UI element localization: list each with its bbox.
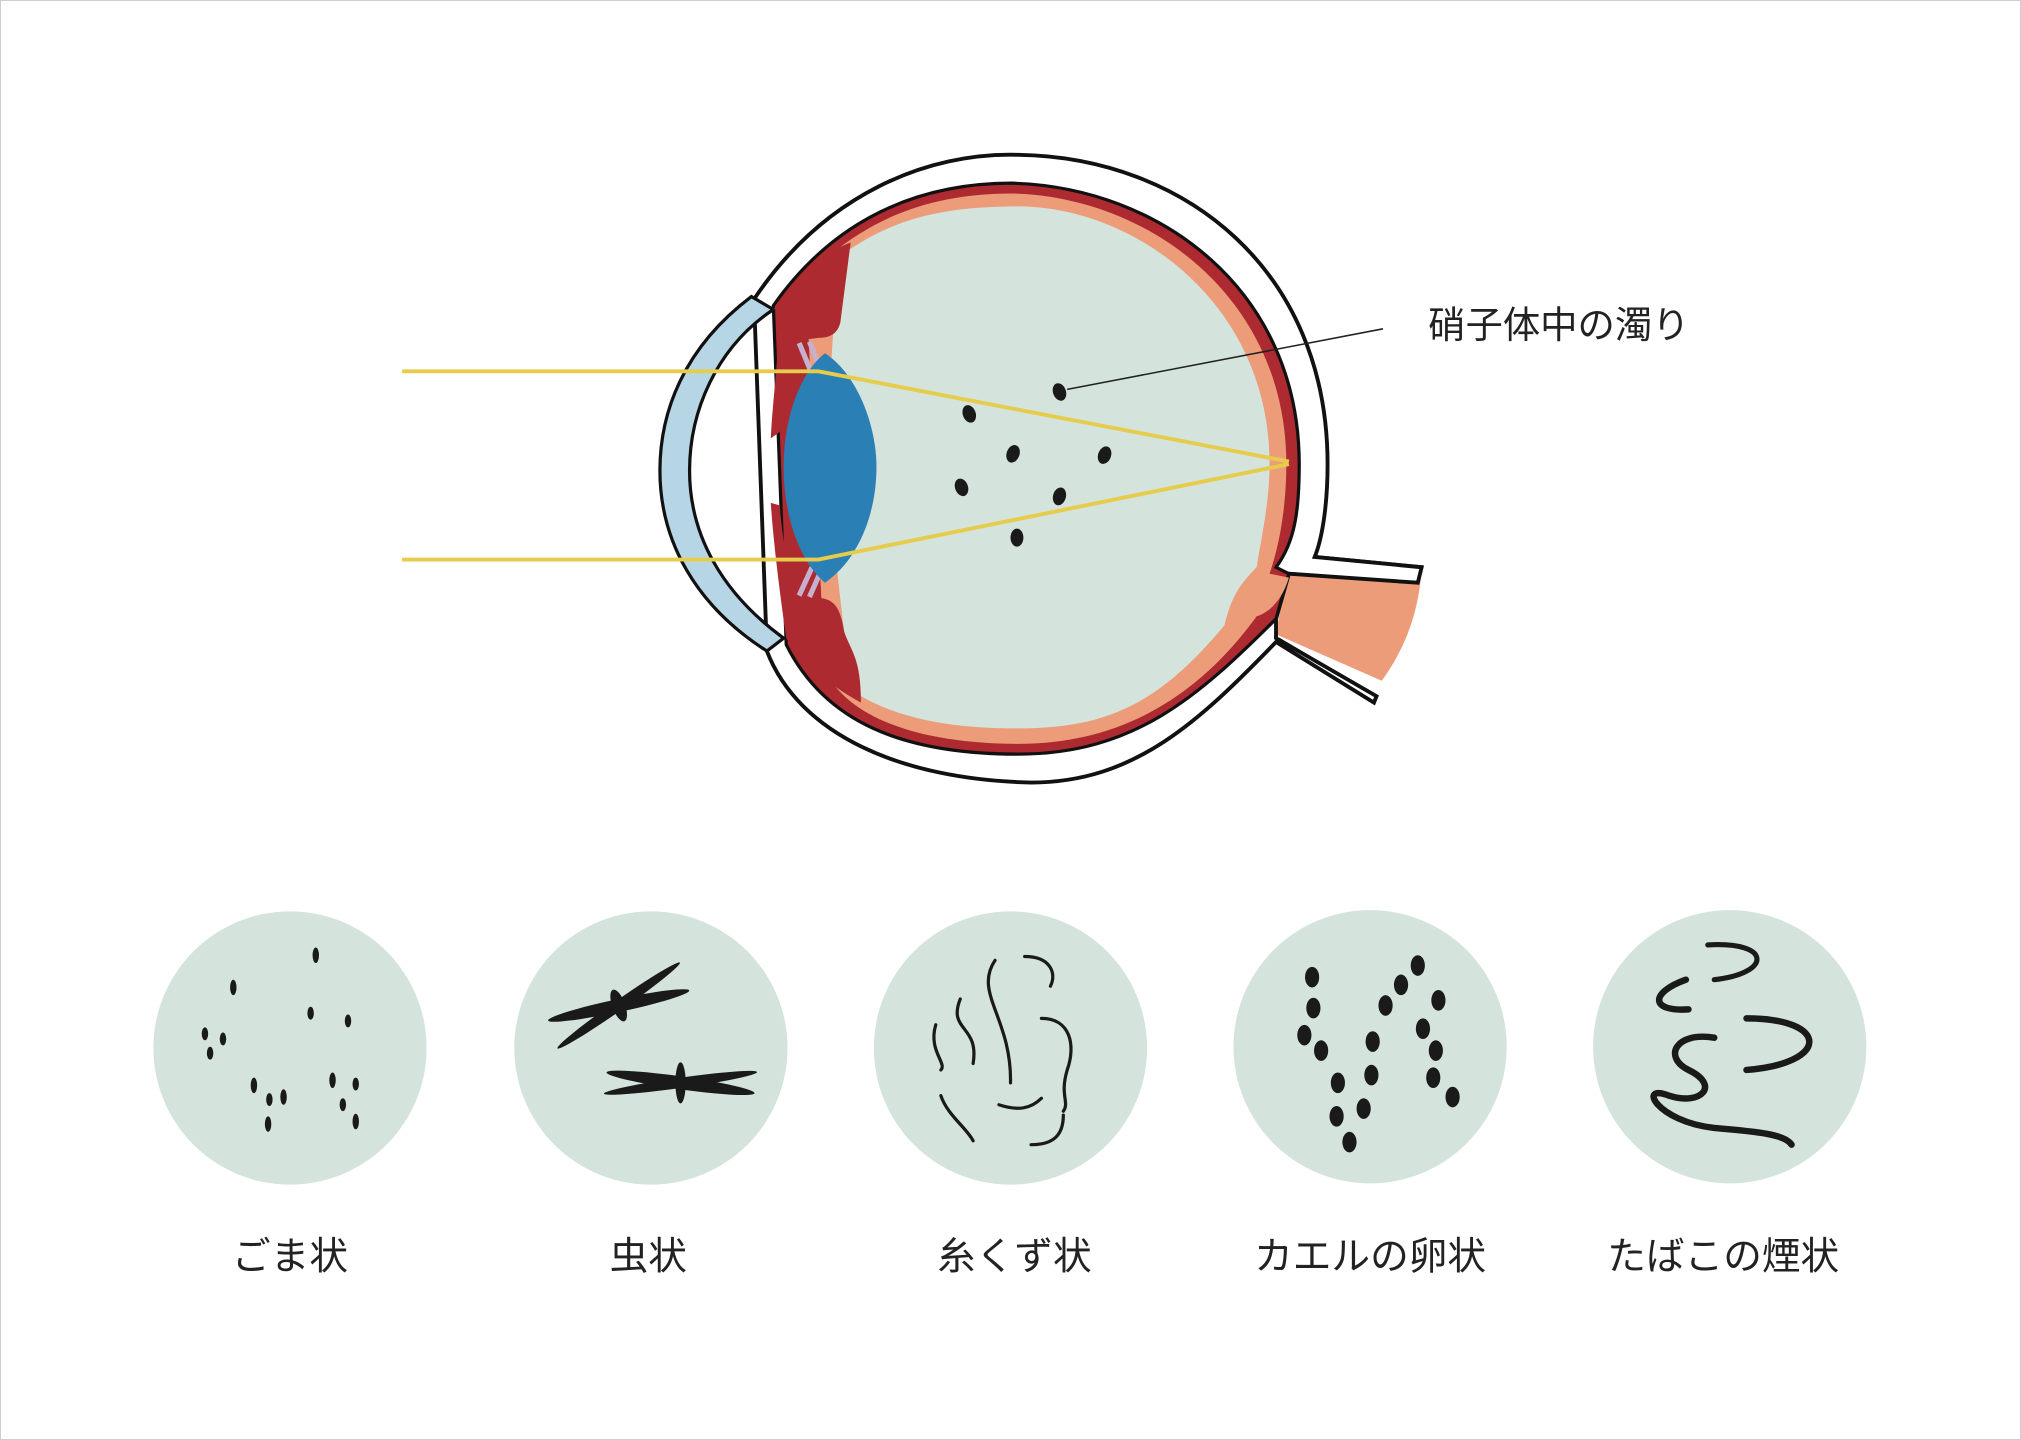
light-rays: [402, 369, 1290, 562]
floater-type-thread: 糸くず状: [873, 911, 1148, 1280]
frog-egg-floaters-icon: [1297, 955, 1460, 1153]
zonular-fibers: [796, 340, 823, 598]
floater-label-sesame: ごま状: [232, 1235, 348, 1280]
vitreous-body: [824, 206, 1270, 729]
floater-label-insect: 虫状: [610, 1235, 687, 1280]
floater-type-sesame: ごま状: [153, 911, 427, 1280]
insect-floaters-icon: [548, 962, 758, 1104]
floater-label-smoke: たばこの煙状: [1607, 1235, 1839, 1280]
floater-label-thread: 糸くず状: [937, 1235, 1092, 1280]
floater-type-frog-eggs: カエルの卵状: [1233, 910, 1507, 1280]
vitreous-floaters: [954, 383, 1112, 547]
annotation-label: 硝子体中の濁り: [1428, 303, 1690, 347]
cornea: [658, 294, 787, 654]
sesame-floaters-icon: [201, 947, 359, 1132]
annotation-leader-line: [1067, 328, 1384, 391]
smoke-floaters-icon: [1650, 942, 1813, 1148]
thread-floaters-icon: [932, 954, 1073, 1147]
iris-upper: [770, 242, 851, 439]
floater-type-smoke: たばこの煙状: [1593, 910, 1867, 1280]
floater-type-insect: 虫状: [514, 911, 788, 1280]
lens: [783, 353, 877, 583]
iris-lower: [770, 502, 861, 703]
floater-label-frog-eggs: カエルの卵状: [1254, 1235, 1486, 1280]
